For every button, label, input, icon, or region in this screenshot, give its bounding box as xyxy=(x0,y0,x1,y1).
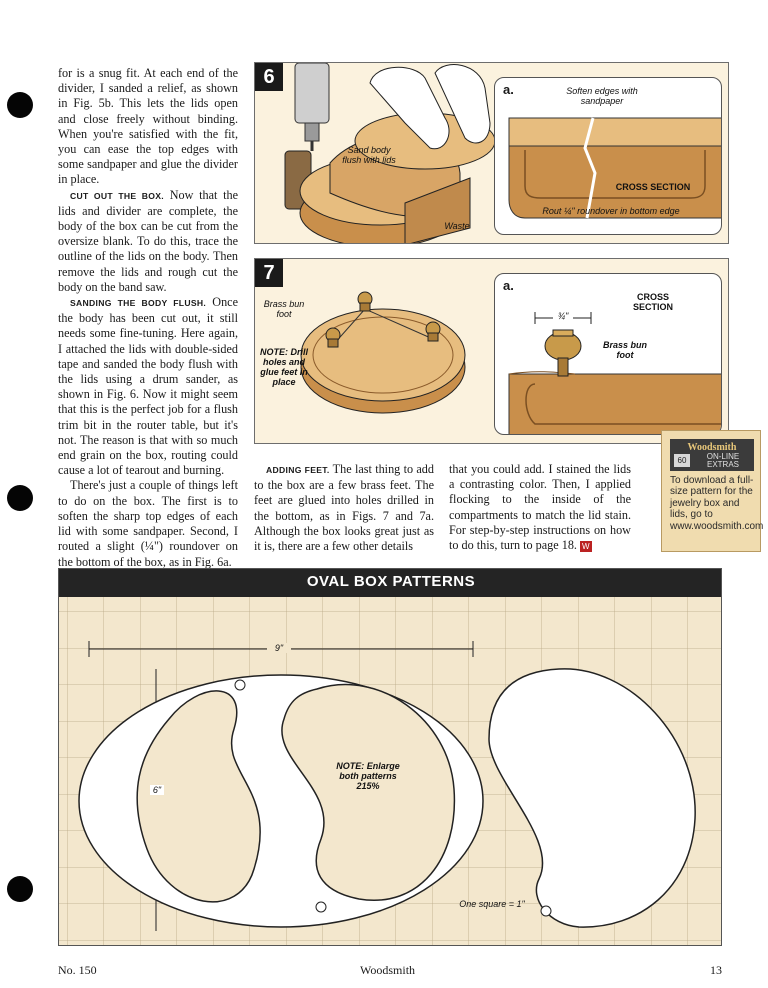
extras-brand: Woodsmith xyxy=(687,442,737,453)
label-brass-bun-foot-7a: Brass bun foot xyxy=(602,340,647,360)
figure-7: 7 Brass bun foot NOTE: Drill holes and g… xyxy=(254,258,729,444)
figure-6-drawing xyxy=(284,63,496,243)
label-cross-section-6a: CROSS SECTION xyxy=(615,182,691,192)
binder-hole-bottom xyxy=(7,876,33,902)
figure-7-drawing xyxy=(300,291,466,414)
extras-subtitle: ON-LINE EXTRAS xyxy=(706,452,740,469)
binder-hole-top xyxy=(7,92,33,118)
footer-page-number: 13 xyxy=(710,963,722,977)
text-column-1: for is a snug fit. At each end of the di… xyxy=(58,66,238,570)
footer-magazine: Woodsmith xyxy=(360,963,416,977)
label-enlarge-note: NOTE: Enlarge both patterns 215% xyxy=(336,761,400,791)
text-sanding: Once the body has been cut out, it still… xyxy=(58,295,238,478)
figure-7a-inset: a. CROSS SECTION ¾" Brass bun foot xyxy=(494,273,722,435)
label-drill-holes-note: NOTE: Drill holes and glue feet in place xyxy=(259,347,308,387)
heading-sanding-body: SANDING THE BODY FLUSH. xyxy=(70,298,207,309)
paragraph-cut-out: CUT OUT THE BOX. Now that the lids and d… xyxy=(58,188,238,295)
figure-6a-letter: a. xyxy=(503,82,514,97)
pattern-drawing xyxy=(59,597,721,945)
binder-hole-middle xyxy=(7,485,33,511)
paragraph-details: that you could add. I stained the lids a… xyxy=(449,462,631,553)
patterns-title: OVAL BOX PATTERNS xyxy=(306,573,476,590)
label-rout-roundover: Rout ¼" roundover in bottom edge xyxy=(542,206,680,216)
extras-badge: 60 xyxy=(674,454,690,467)
label-waste: Waste xyxy=(444,221,470,231)
text-column-2: ADDING FEET. The last thing to add to th… xyxy=(254,462,434,554)
figure-6a-cross-section xyxy=(508,117,721,219)
paragraph-finishing: There's just a couple of things left to … xyxy=(58,478,238,569)
paragraph-adding-feet: ADDING FEET. The last thing to add to th… xyxy=(254,462,434,554)
figure-6a-inset: a. Soften edges with sandpaper CROSS SEC… xyxy=(494,77,722,235)
footer-issue: No. 150 xyxy=(58,963,97,977)
text-adding-feet: The last thing to add to the box are a f… xyxy=(254,462,434,554)
figure-6-number: 6 xyxy=(255,63,283,91)
label-height-dimension: 6" xyxy=(150,785,164,795)
label-scale: One square = 1" xyxy=(459,899,525,909)
heading-cut-out-box: CUT OUT THE BOX. xyxy=(70,190,164,201)
paragraph-fit: for is a snug fit. At each end of the di… xyxy=(58,66,238,187)
figure-7a-letter: a. xyxy=(503,278,514,293)
label-sand-body-flush: Sand body flush with lids xyxy=(342,145,396,165)
online-extras-logo: Woodsmith 60 ON-LINE EXTRAS xyxy=(670,439,754,471)
heading-adding-feet: ADDING FEET. xyxy=(266,465,330,475)
label-dim-three-quarter: ¾" xyxy=(553,311,573,321)
figure-6: 6 Sand body flush with lids Waste a. Sof… xyxy=(254,62,729,244)
text-column-3: that you could add. I stained the lids a… xyxy=(449,462,631,553)
label-soften-edges: Soften edges with sandpaper xyxy=(566,86,638,106)
patterns-title-bar: OVAL BOX PATTERNS xyxy=(59,569,721,597)
paragraph-sanding: SANDING THE BODY FLUSH. Once the body ha… xyxy=(58,295,238,478)
text-cut-out: Now that the lids and divider are comple… xyxy=(58,187,238,294)
figure-7-number: 7 xyxy=(255,259,283,287)
end-mark: W xyxy=(580,541,592,553)
label-brass-bun-foot: Brass bun foot xyxy=(263,299,305,319)
text-details: that you could add. I stained the lids a… xyxy=(449,462,631,553)
oval-box-patterns: OVAL BOX PATTERNS 9" 6" NOTE: Enlarge bo… xyxy=(58,568,722,946)
extras-download-text: To download a full-size pattern for the … xyxy=(670,475,764,532)
label-cross-section-7a: CROSS SECTION xyxy=(632,292,673,312)
online-extras-box: Woodsmith 60 ON-LINE EXTRAS To download … xyxy=(661,430,764,552)
figure-7a-cross-section xyxy=(508,312,721,434)
label-width-dimension: 9" xyxy=(267,643,291,653)
